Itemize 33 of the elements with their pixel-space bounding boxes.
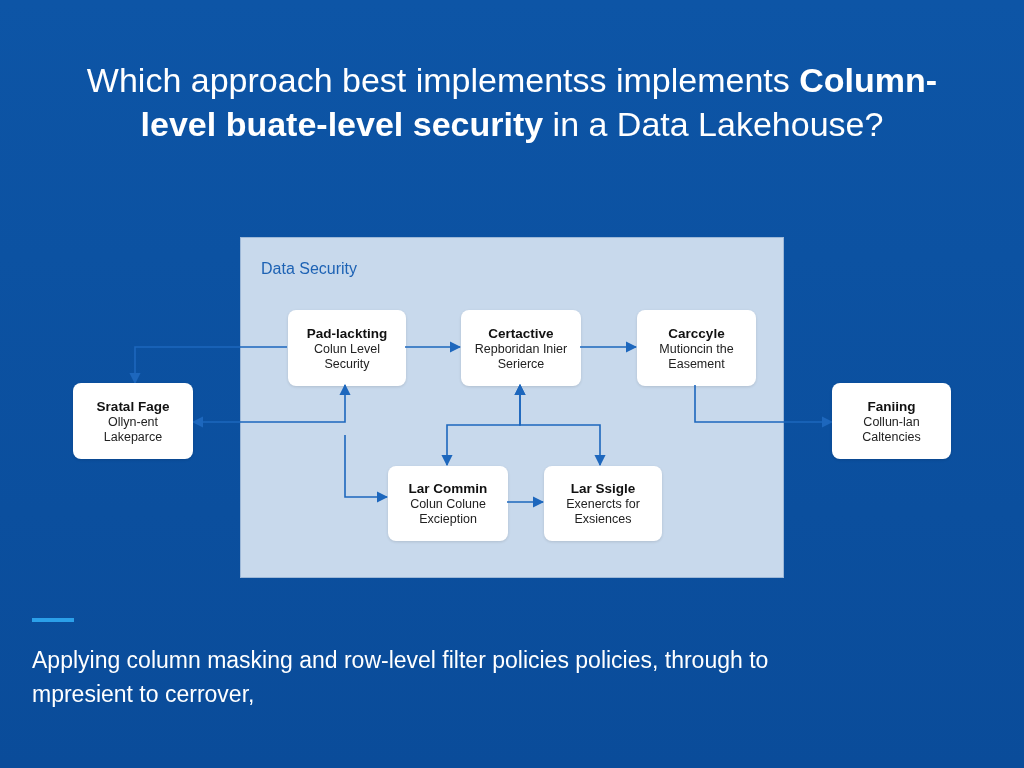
box-text: Colun Colune Exciеption bbox=[409, 497, 487, 527]
process-box bbox=[637, 310, 756, 386]
process-box bbox=[461, 310, 581, 386]
box-title: Lar Commin bbox=[408, 480, 488, 497]
box-text: Mutioncin the Easement bbox=[658, 341, 735, 372]
caption: Applying column masking and row-level filter policies policies, through to mpresient to cerrover, bbox=[32, 646, 770, 709]
box-title: Certactive bbox=[488, 324, 554, 342]
title: Which approach best implementss implements Column-level buate-level security in a Data Lakehouse? bbox=[85, 60, 939, 145]
arrow bbox=[694, 384, 834, 428]
box-title: Pad-lackting bbox=[306, 324, 388, 342]
panel-background bbox=[240, 237, 784, 578]
arrow bbox=[579, 341, 638, 353]
process-box bbox=[288, 310, 406, 386]
box-text: Exenercts for Exsiences bbox=[565, 497, 641, 527]
arrow bbox=[191, 383, 351, 428]
process-box bbox=[73, 383, 193, 459]
arrow bbox=[514, 383, 606, 467]
process-box bbox=[832, 383, 951, 459]
box-text: Repboridan Inier Serierce bbox=[473, 341, 569, 372]
box-text: Colun Level Security bbox=[313, 341, 381, 372]
arrow bbox=[129, 346, 288, 385]
box-title: Sratal Fage bbox=[96, 397, 170, 415]
process-box bbox=[388, 466, 508, 541]
box-title: Lar Ssigle bbox=[570, 480, 636, 497]
box-text: Ollyn-ent Lakeparce bbox=[102, 414, 164, 445]
box-text: Collun-lan Caltencies bbox=[861, 414, 922, 445]
box-title: Faniing bbox=[867, 397, 916, 415]
process-box bbox=[544, 466, 662, 541]
panel-heading: Data Security bbox=[261, 260, 358, 278]
arrow bbox=[506, 496, 545, 508]
box-title: Carccyle bbox=[668, 324, 725, 342]
arrow bbox=[404, 341, 462, 353]
arrow bbox=[344, 434, 389, 503]
